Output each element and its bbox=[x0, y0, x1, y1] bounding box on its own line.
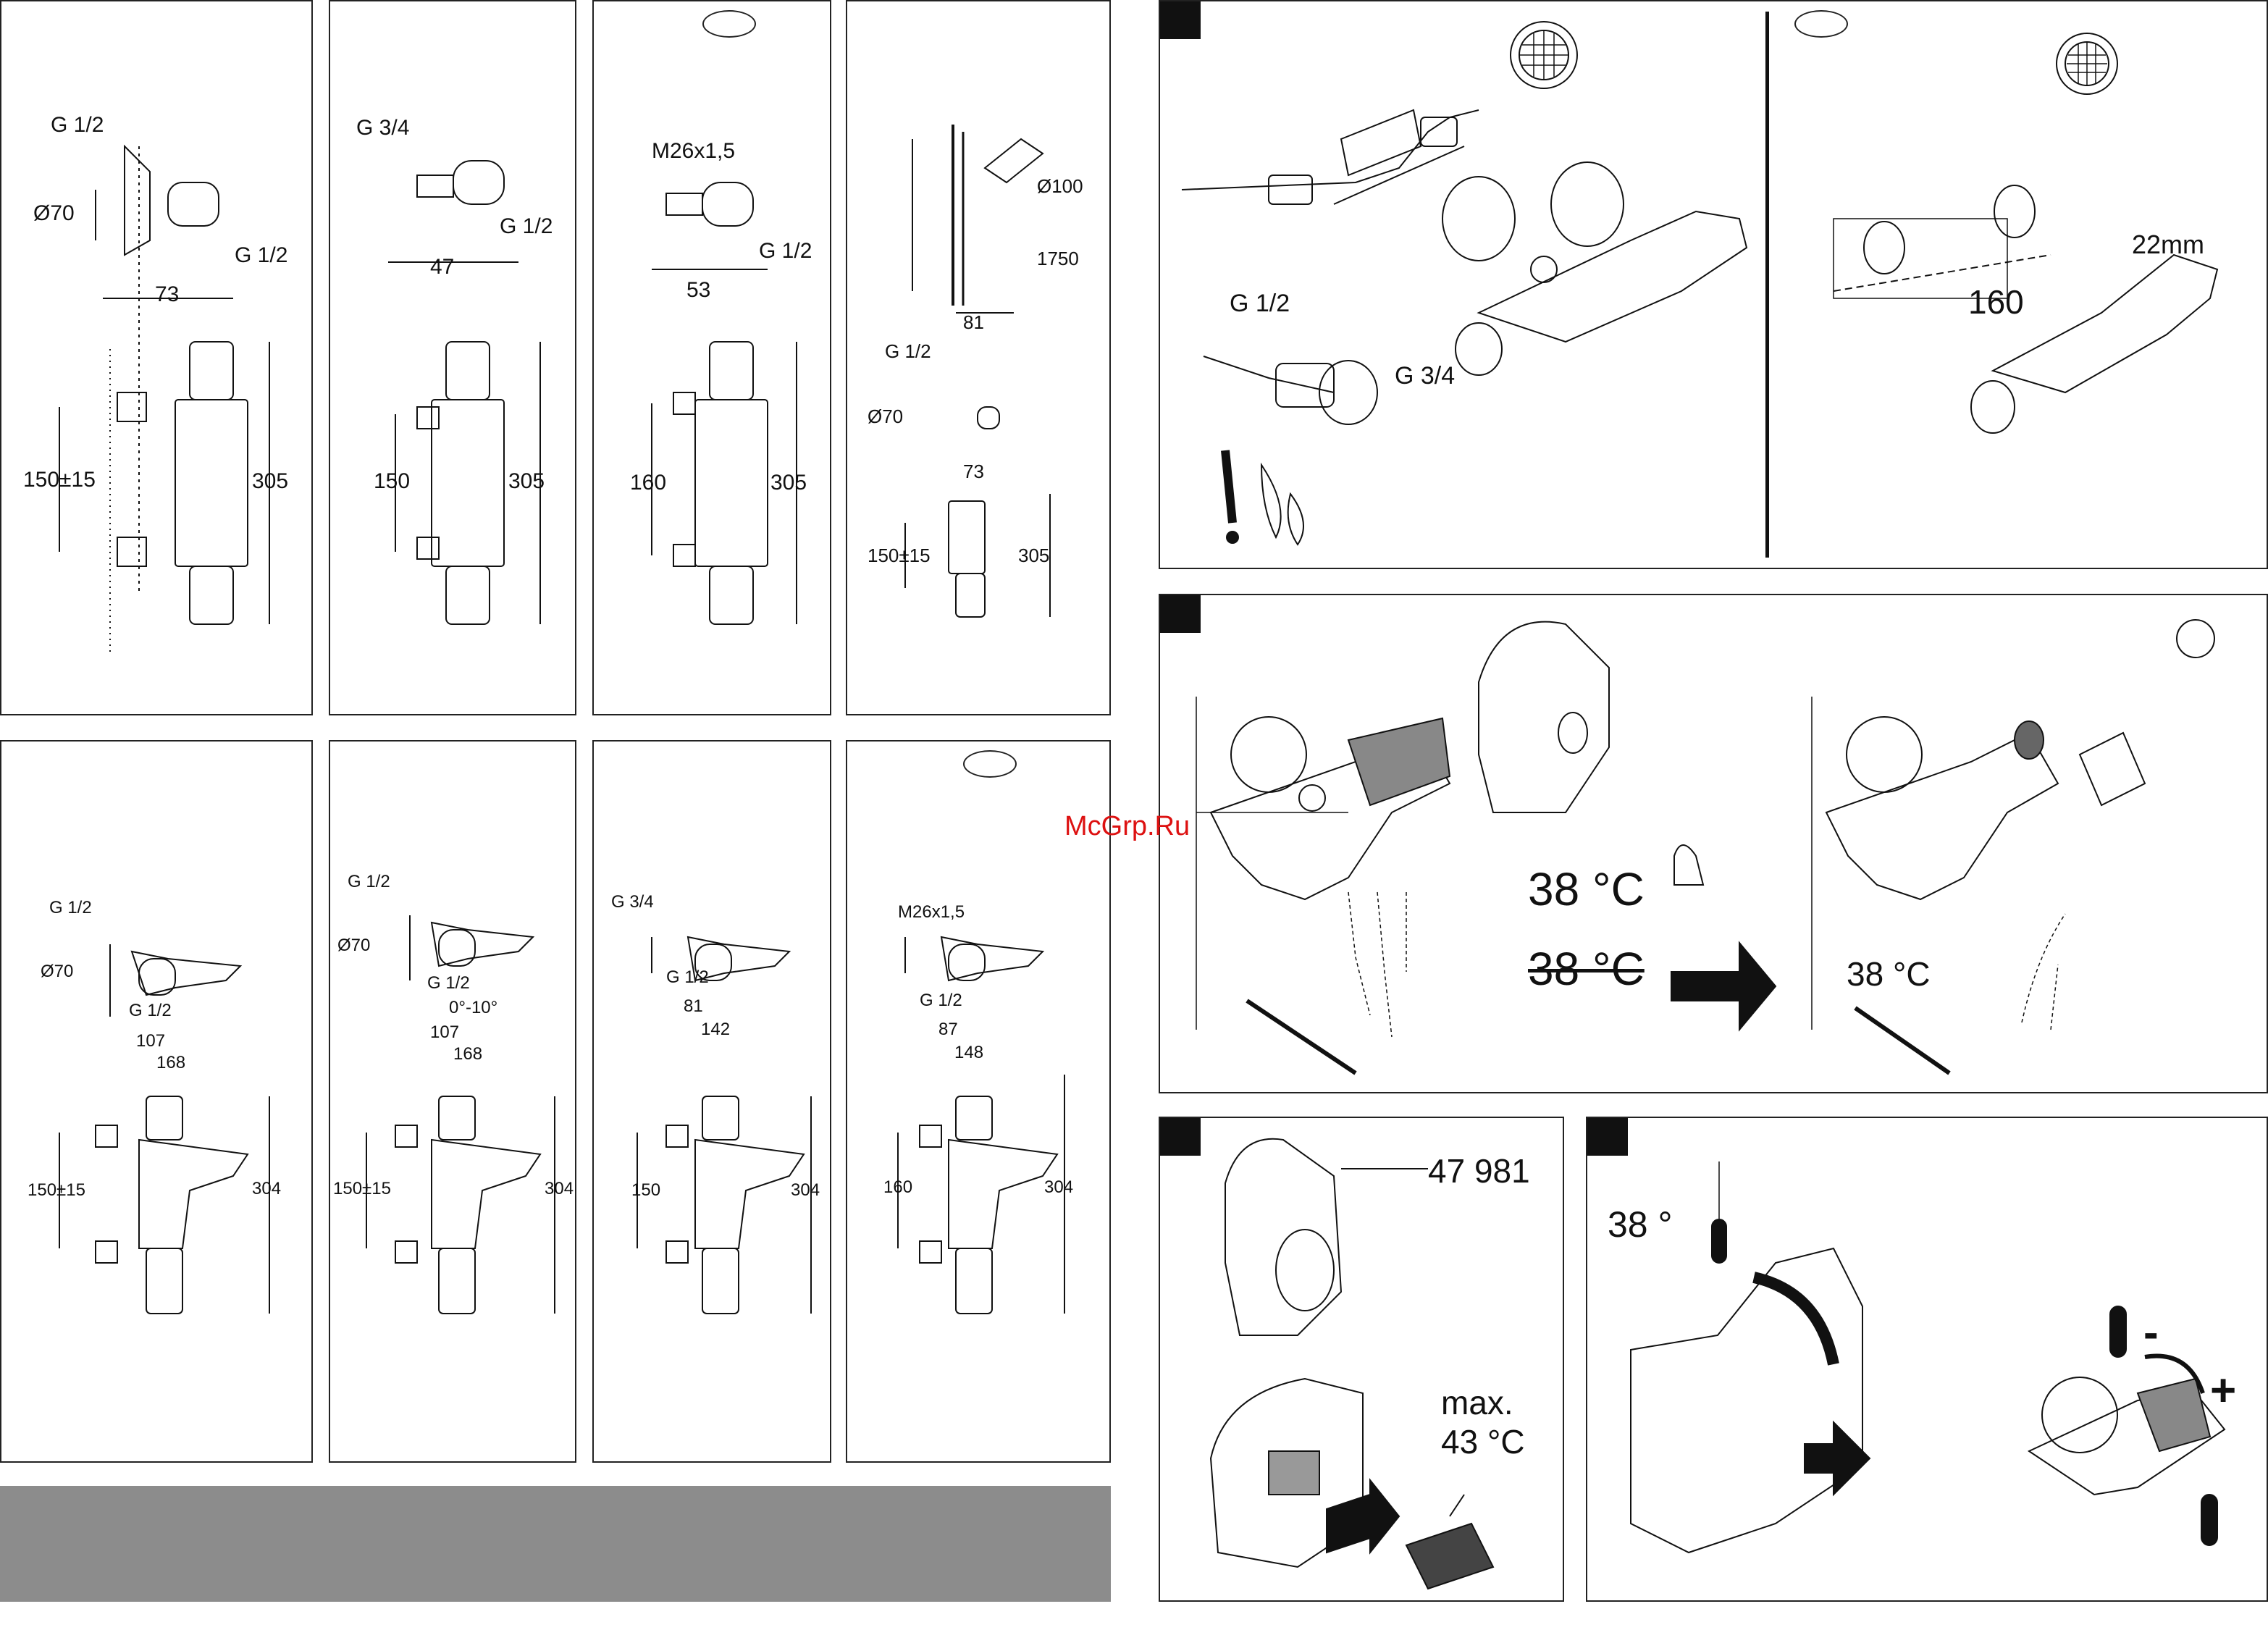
plus-sign: + bbox=[2210, 1366, 2237, 1416]
dim-g-bottom: G 1/2 bbox=[129, 1001, 172, 1020]
variant-oval bbox=[702, 10, 756, 38]
dim-width-81: 81 bbox=[963, 311, 984, 333]
part-number: 47 981 bbox=[1428, 1152, 1530, 1190]
dim-diameter-70: Ø70 bbox=[868, 406, 904, 427]
handle-panel: 47 981 max. 43 °C bbox=[1159, 1117, 1564, 1602]
dimension-panel-3: M26x1,5 G 1/2 53 160 305 bbox=[592, 0, 831, 715]
dim-g-top: G 1/2 bbox=[885, 340, 931, 362]
step-marker bbox=[1160, 1118, 1201, 1156]
bath-thermostat-drawing-3 bbox=[637, 936, 812, 1314]
label-dim-160: 160 bbox=[1968, 283, 2024, 321]
dim-height-160: 160 bbox=[883, 1177, 913, 1197]
dim-thread: M26x1,5 bbox=[652, 139, 736, 163]
dim-height-304: 304 bbox=[791, 1180, 820, 1200]
dimension-panel-6: G 1/2 Ø70 G 1/2 0°-10° 107 168 150±15 30… bbox=[329, 740, 576, 1463]
dim-angle: 0°-10° bbox=[449, 998, 498, 1017]
dim-height-150: 150±15 bbox=[333, 1179, 391, 1198]
footer-gray-bar bbox=[0, 1486, 1111, 1602]
dim-width-73: 73 bbox=[155, 282, 180, 306]
minus-sign: - bbox=[2143, 1308, 2159, 1358]
handle-drawing bbox=[1209, 1138, 1495, 1590]
dim-width-87: 87 bbox=[938, 1020, 958, 1039]
dimension-panel-4: Ø100 1750 81 G 1/2 Ø70 73 150±15 305 bbox=[846, 0, 1111, 715]
dim-width-107: 107 bbox=[430, 1022, 460, 1042]
temp-adjust-panel: 38 ° - + bbox=[1586, 1117, 2268, 1602]
dim-width-142: 142 bbox=[701, 1020, 731, 1039]
dim-width-53: 53 bbox=[686, 278, 711, 302]
step-marker bbox=[1160, 595, 1201, 633]
dim-diameter-70: Ø70 bbox=[337, 936, 371, 955]
dim-g-mid: G 1/2 bbox=[920, 991, 962, 1010]
dim-width-107: 107 bbox=[136, 1031, 166, 1051]
installation-drawing bbox=[1181, 21, 2219, 546]
dim-g-right: G 1/2 bbox=[759, 239, 812, 263]
label-g-three-quarter: G 3/4 bbox=[1395, 362, 1456, 390]
dimension-panel-8: M26x1,5 G 1/2 87 148 160 304 bbox=[846, 740, 1111, 1463]
calibration-drawing bbox=[1196, 619, 2215, 1075]
dim-g-top: G 3/4 bbox=[356, 116, 410, 140]
dim-height-150: 150 bbox=[374, 469, 411, 493]
variant-oval bbox=[963, 750, 1017, 778]
dim-thread: M26x1,5 bbox=[898, 902, 965, 922]
watermark: McGrp.Ru bbox=[1064, 811, 1190, 841]
dim-width-73: 73 bbox=[963, 461, 984, 482]
thermostat-drawing-2 bbox=[388, 160, 541, 625]
dim-width-148: 148 bbox=[954, 1043, 984, 1062]
calibration-panel: 38 °C 38 °C 38 °C bbox=[1159, 594, 2268, 1093]
max-temp: 43 °C bbox=[1441, 1423, 1525, 1461]
dim-height-305: 305 bbox=[770, 471, 807, 495]
dim-height-304: 304 bbox=[545, 1179, 574, 1198]
dim-diameter-100: Ø100 bbox=[1037, 175, 1083, 197]
dim-g-top: G 3/4 bbox=[611, 892, 654, 912]
temp-wrong: 38 °C bbox=[1528, 943, 1645, 995]
label-dim-22mm: 22mm bbox=[2132, 230, 2205, 259]
dim-height-305: 305 bbox=[252, 469, 289, 493]
dim-g-right: G 1/2 bbox=[500, 214, 553, 238]
shower-set-drawing bbox=[904, 125, 1051, 618]
dimension-panel-2: G 3/4 G 1/2 47 150 305 bbox=[329, 0, 576, 715]
dim-g-mid: G 1/2 bbox=[427, 973, 470, 993]
variant-oval bbox=[1794, 10, 1848, 38]
dim-g-mid: G 1/2 bbox=[666, 967, 709, 987]
temp-adjust-drawing bbox=[1630, 1161, 2226, 1554]
dim-width-168: 168 bbox=[453, 1044, 483, 1064]
dimension-panel-7: G 3/4 G 1/2 81 142 150 304 bbox=[592, 740, 831, 1463]
bath-thermostat-drawing-1 bbox=[59, 944, 270, 1314]
dim-height-1750: 1750 bbox=[1037, 248, 1079, 269]
dim-height-150: 150 bbox=[631, 1180, 661, 1200]
installation-panel: G 1/2 G 3/4 160 22mm bbox=[1159, 0, 2268, 569]
dim-diameter-70: Ø70 bbox=[41, 962, 74, 981]
dimension-panel-1: G 1/2 Ø70 G 1/2 73 150±15 305 bbox=[0, 0, 313, 715]
dim-height-304: 304 bbox=[1044, 1177, 1074, 1197]
dim-g-right: G 1/2 bbox=[235, 243, 288, 267]
dim-height-150: 150±15 bbox=[868, 545, 931, 566]
dim-g-top: G 1/2 bbox=[348, 872, 390, 891]
step-marker bbox=[1587, 1118, 1628, 1156]
dim-diameter-70: Ø70 bbox=[33, 201, 75, 225]
dim-width-47: 47 bbox=[430, 255, 455, 279]
dim-width-168: 168 bbox=[156, 1053, 186, 1072]
dim-g-top: G 1/2 bbox=[49, 898, 92, 917]
dim-g-top: G 1/2 bbox=[51, 113, 104, 137]
label-g-half: G 1/2 bbox=[1230, 290, 1290, 317]
dim-height-305: 305 bbox=[1018, 545, 1050, 566]
bath-thermostat-drawing-2 bbox=[366, 915, 555, 1314]
thermostat-wall-drawing bbox=[59, 144, 270, 653]
dim-height-160: 160 bbox=[630, 471, 667, 495]
bath-thermostat-drawing-4 bbox=[897, 936, 1065, 1314]
dim-width-81: 81 bbox=[684, 996, 703, 1016]
thermostat-drawing-3 bbox=[651, 182, 797, 625]
step-marker bbox=[1160, 1, 1201, 39]
dim-height-150: 150±15 bbox=[23, 468, 96, 492]
dim-height-150: 150±15 bbox=[28, 1180, 85, 1200]
dim-height-305: 305 bbox=[508, 469, 545, 493]
dimension-panel-5: G 1/2 Ø70 G 1/2 107 168 150±15 304 bbox=[0, 740, 313, 1463]
max-label: max. bbox=[1441, 1384, 1513, 1421]
dim-height-304: 304 bbox=[252, 1179, 282, 1198]
temp-set: 38 °C bbox=[1847, 955, 1931, 993]
temp-ok: 38 °C bbox=[1528, 863, 1645, 915]
temp-value: 38 ° bbox=[1608, 1204, 1673, 1245]
panel-divider bbox=[1765, 12, 1769, 558]
